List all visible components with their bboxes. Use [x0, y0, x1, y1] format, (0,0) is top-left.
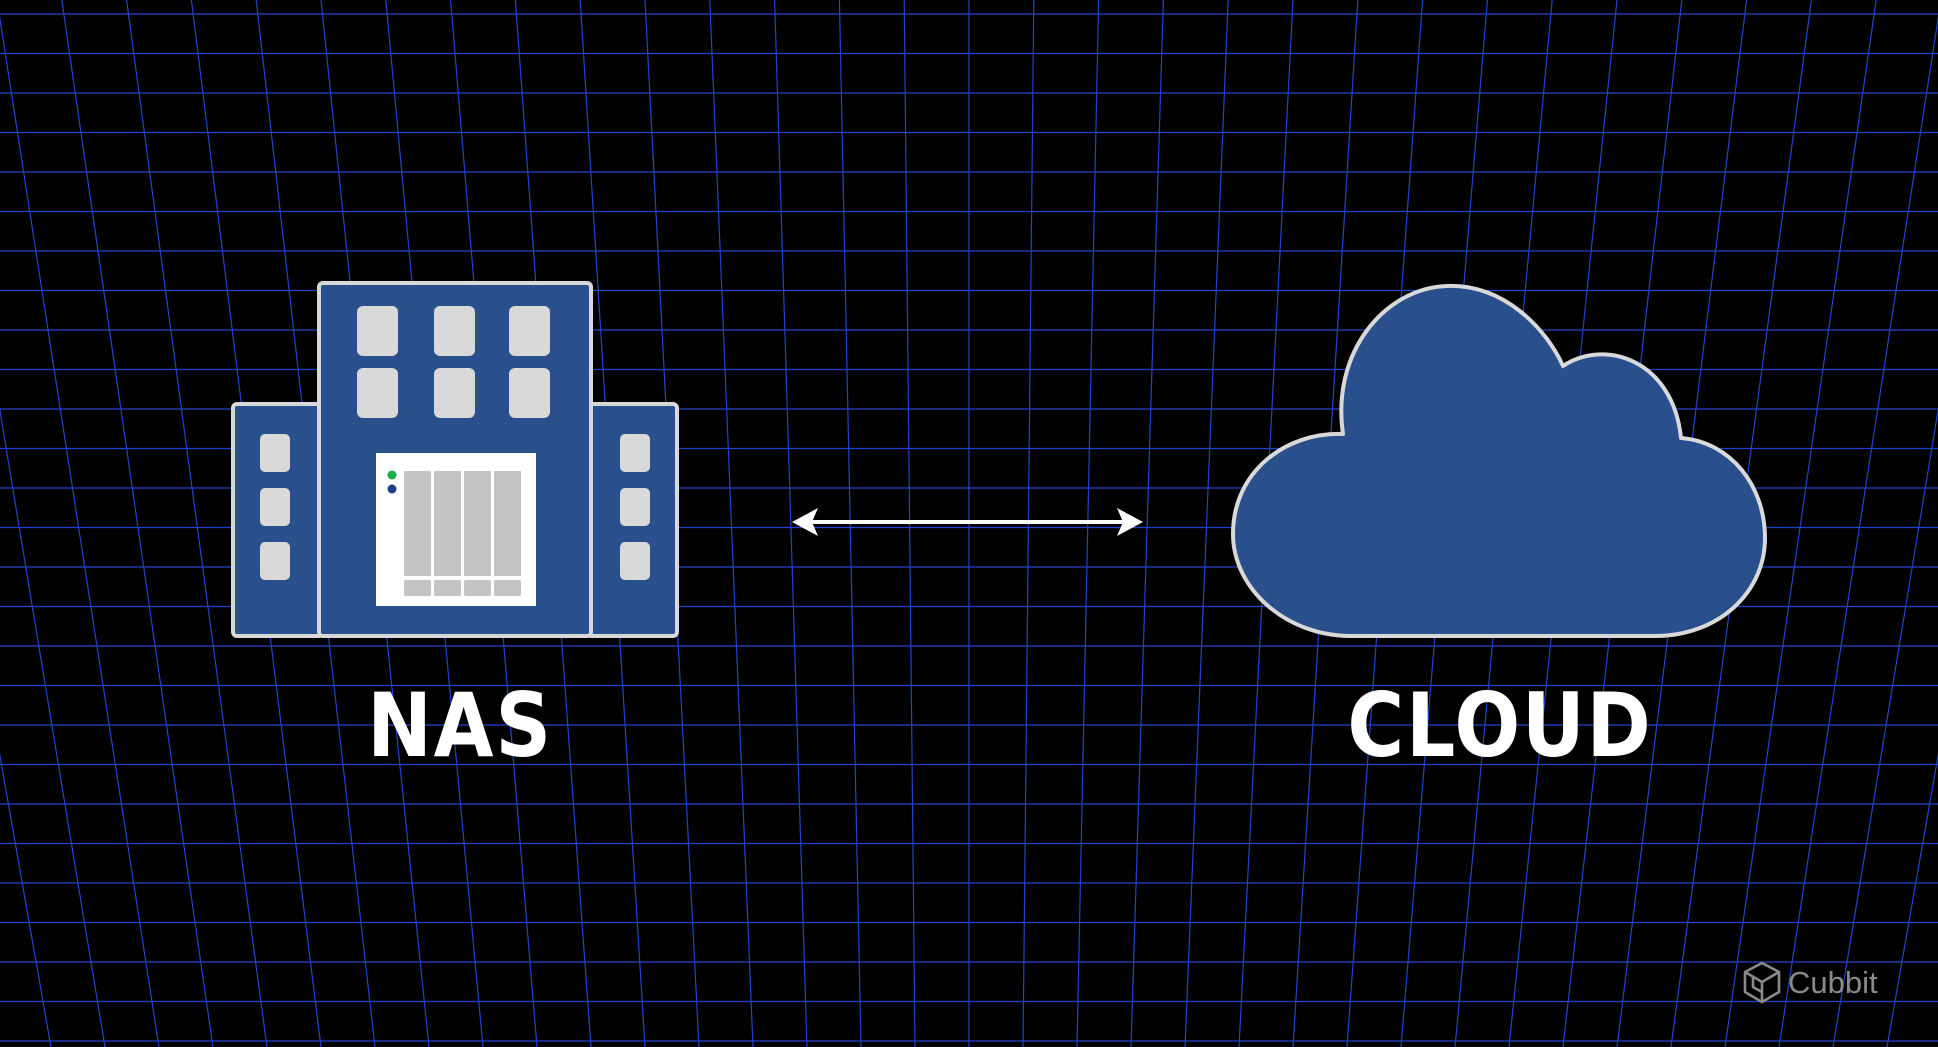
bidirectional-arrow-icon — [792, 508, 1143, 536]
cloud-icon — [1231, 283, 1767, 638]
grid-line — [61, 0, 214, 1047]
grid-line — [1778, 15, 1938, 1047]
grid-line — [0, 752, 52, 1047]
nas-building-icon — [231, 281, 679, 638]
brand-logo: Cubbit — [1742, 960, 1878, 1006]
grid-line — [774, 0, 808, 1047]
grid-line — [1184, 0, 1229, 1047]
grid-line — [709, 0, 754, 1047]
grid-line — [1724, 0, 1877, 1047]
grid-line — [0, 15, 160, 1047]
brand-name: Cubbit — [1788, 965, 1878, 1000]
cloud-label: CLOUD — [1347, 674, 1653, 777]
grid-line — [126, 0, 268, 1047]
grid-line — [0, 407, 106, 1047]
nas-label: NAS — [367, 674, 553, 777]
grid-line — [1832, 407, 1938, 1047]
cube-logo-icon — [1743, 961, 1781, 1004]
grid-line — [1130, 0, 1164, 1047]
grid-line — [1886, 752, 1938, 1047]
